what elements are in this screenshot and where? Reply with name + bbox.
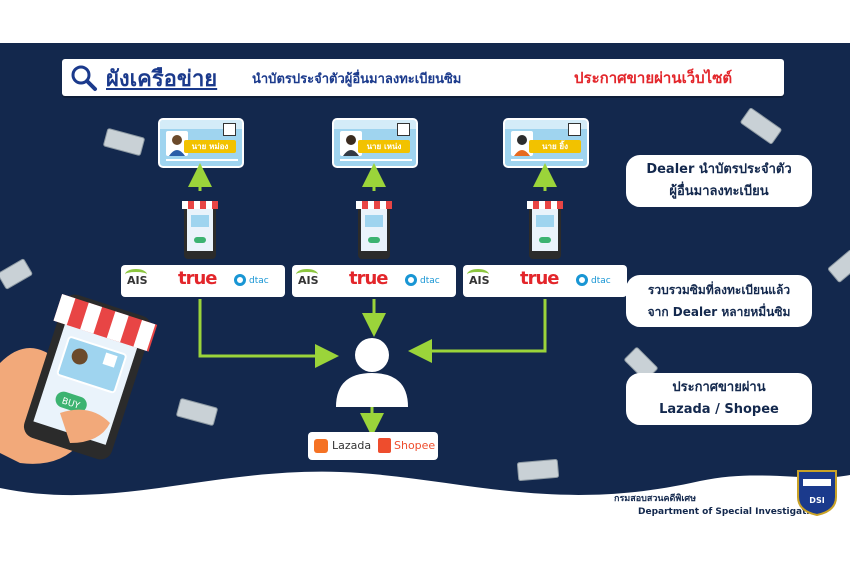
title-main: ผังเครือข่าย <box>106 67 218 92</box>
ais-logo-icon <box>467 269 489 280</box>
hand-holding-phone: BUY <box>0 294 158 464</box>
seal-text: DSI <box>809 496 824 505</box>
ais-logo-icon <box>296 269 318 280</box>
white-wave <box>0 471 850 523</box>
qr-code-icon <box>568 123 581 136</box>
qr-code-icon <box>223 123 236 136</box>
seller-person-icon <box>336 338 408 407</box>
money-decorations <box>0 108 850 482</box>
dtac-logo-icon <box>234 274 246 286</box>
lazada-logo-icon <box>314 439 328 453</box>
title-banner: ผังเครือข่าย นำบัตรประจำตัวผู้อื่นมาลงทะ… <box>62 59 784 96</box>
note-line: รวบรวมซิมที่ลงทะเบียนแล้ว <box>647 283 791 297</box>
note-sell: ประกาศขายผ่าน Lazada / Shopee <box>626 373 812 425</box>
card-name: นาย หม่อง <box>184 140 236 153</box>
operator-true: true <box>349 268 389 289</box>
marketplace-box: Lazada Shopee <box>308 432 438 460</box>
ais-logo-icon <box>125 269 147 280</box>
id-card-1: นาย หม่อง <box>158 118 244 168</box>
shopee-bag-icon <box>378 438 391 453</box>
agency-thai: กรมสอบสวนคดีพิเศษ <box>614 494 697 504</box>
note-collect: รวบรวมซิมที่ลงทะเบียนแล้ว จาก Dealer หลา… <box>626 275 812 327</box>
person-photo-icon <box>340 131 362 156</box>
operator-dtac: dtac <box>420 276 440 286</box>
phone-shop-icon <box>527 201 563 259</box>
marketplace-lazada: Lazada <box>332 439 372 452</box>
title-highlight: ประกาศขายผ่านเว็บไซต์ <box>574 69 733 87</box>
operator-true: true <box>520 268 560 289</box>
qr-code-icon <box>397 123 410 136</box>
operator-box-2: AIS true dtac <box>292 265 456 297</box>
note-line: ประกาศขายผ่าน <box>672 380 766 395</box>
card-name: นาย เหน่ง <box>358 140 410 153</box>
person-photo-icon <box>511 131 533 156</box>
phone-shop-icon <box>356 201 392 259</box>
id-card-2: นาย เหน่ง <box>332 118 418 168</box>
operator-ais: AIS <box>127 274 148 287</box>
operator-ais: AIS <box>298 274 319 287</box>
marketplace-shopee: Shopee <box>394 439 436 452</box>
card-name: นาย ยิ้ง <box>529 140 581 153</box>
operator-dtac: dtac <box>249 276 269 286</box>
note-line: Lazada / Shopee <box>659 402 779 417</box>
flow-arrows <box>188 163 557 437</box>
note-line: Dealer นำบัตรประจำตัว <box>646 162 792 177</box>
agency-english: Department of Special Investigation <box>638 507 823 517</box>
note-dealer: Dealer นำบัตรประจำตัว ผู้อื่นมาลงทะเบียน <box>626 155 812 207</box>
diagram-canvas: ผังเครือข่าย นำบัตรประจำตัวผู้อื่นมาลงทะ… <box>0 43 850 523</box>
magnifier-icon <box>71 65 97 91</box>
operator-box-3: AIS true dtac <box>463 265 627 297</box>
note-line: จาก Dealer หลายหมื่นซิม <box>647 305 791 319</box>
phone-shop-icon <box>182 201 218 259</box>
dtac-logo-icon <box>405 274 417 286</box>
dsi-seal-logo: DSI <box>797 470 837 517</box>
person-photo-icon <box>166 131 188 156</box>
operator-ais: AIS <box>469 274 490 287</box>
dtac-logo-icon <box>576 274 588 286</box>
operator-box-1: AIS true dtac <box>121 265 285 297</box>
title-subtitle: นำบัตรประจำตัวผู้อื่นมาลงทะเบียนซิม <box>252 72 462 87</box>
operator-true: true <box>178 268 218 289</box>
operator-dtac: dtac <box>591 276 611 286</box>
note-line: ผู้อื่นมาลงทะเบียน <box>669 184 769 199</box>
